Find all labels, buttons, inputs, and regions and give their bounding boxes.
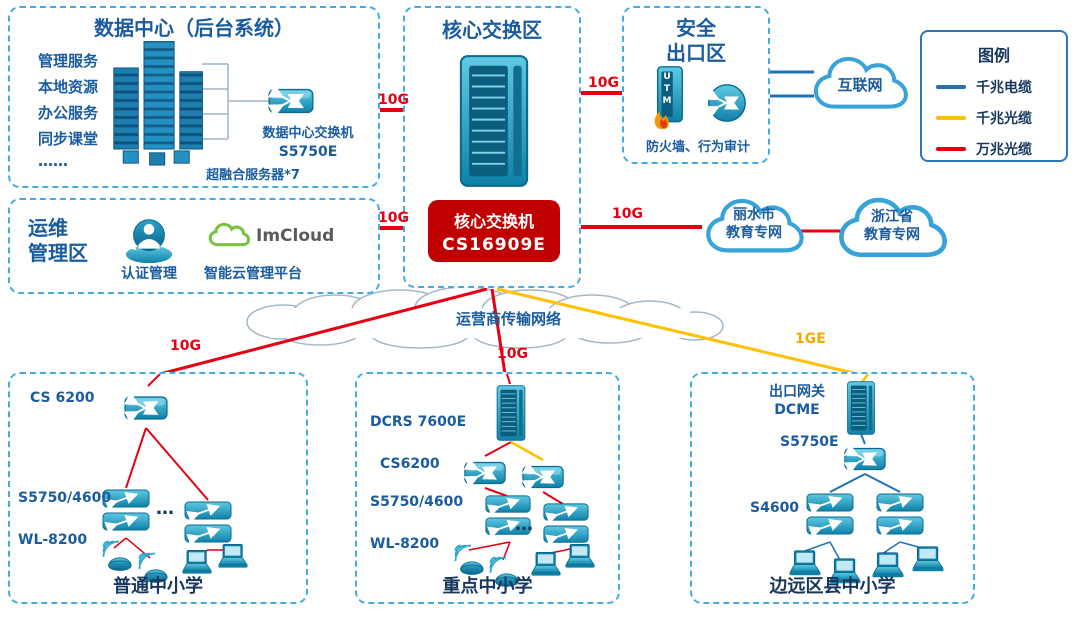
legend-item-label: 千兆电缆 (976, 80, 1032, 96)
gigabit-fiber-swatch (936, 116, 966, 120)
core-title: 核心交换区 (442, 18, 542, 42)
access-switch-icon (842, 436, 888, 482)
access-switch-icon (462, 450, 508, 496)
core-chassis-icon (452, 52, 536, 190)
laptop-icon (216, 542, 250, 570)
link-label-core-security: 10G (588, 75, 619, 91)
service-item: 同步课堂 (38, 130, 99, 148)
core-zone: 核心交换区 核心交换机 CS16909E (403, 6, 581, 288)
legend: 图例 千兆电缆 千兆光缆 万兆光缆 (920, 30, 1068, 162)
datacenter-title: 数据中心（后台系统） (94, 16, 294, 40)
legend-item: 万兆光缆 (936, 139, 1052, 159)
legend-title: 图例 (977, 46, 1010, 65)
stacked-switch-icon (874, 490, 926, 542)
device-label: S5750E (780, 434, 839, 450)
school-zone-key: DCRS 7600E CS6200 S5750/4600 … WL-8200 重… (355, 372, 620, 604)
core-switch-name: 核心交换机 (453, 211, 534, 231)
stack-ellipsis: … (515, 514, 535, 535)
service-ellipsis: …… (38, 152, 68, 170)
lishui-cloud-label: 丽水市 教育专网 (726, 207, 782, 242)
zhejiang-cloud-label: 浙江省 教育专网 (864, 209, 920, 244)
legend-item: 千兆电缆 (936, 77, 1052, 97)
device-label: DCRS 7600E (370, 414, 467, 430)
link-label-core-lishui: 10G (612, 206, 643, 222)
service-item: 办公服务 (38, 104, 99, 122)
device-label: S4600 (750, 500, 800, 516)
core-switch-model: CS16909E (442, 234, 546, 255)
laptop-icon (563, 542, 597, 570)
device-label: 出口网关 DCME (769, 384, 825, 418)
carrier-cloud-label: 运营商传输网络 (456, 310, 562, 328)
utm-label: UTM (662, 72, 672, 108)
firewall-router-icon (704, 80, 750, 126)
school-name: 重点中小学 (442, 576, 533, 597)
datacenter-switch-model: S5750E (278, 144, 338, 160)
school-name: 边远区县中小学 (769, 576, 896, 597)
auth-label: 认证管理 (121, 266, 177, 282)
access-switch-icon (122, 384, 170, 432)
auth-icon (122, 212, 176, 266)
datacenter-zone: 数据中心（后台系统） 管理服务 本地资源 办公服务 同步课堂 …… 数据中心交换… (8, 6, 380, 188)
tengig-fiber-swatch (936, 147, 966, 151)
server-cluster-icon (106, 34, 214, 166)
imcloud-logo-text: ImCloud (256, 226, 335, 246)
ops-title: 运维 管理区 (28, 216, 88, 265)
core-switch-badge: 核心交换机 CS16909E (428, 200, 560, 262)
device-label: CS6200 (380, 456, 440, 472)
device-label: S5750/4600 (18, 490, 112, 506)
10g-fiber-lines (159, 91, 842, 376)
school-name: 普通中小学 (113, 576, 203, 597)
gigabit-cable-lines (769, 70, 814, 98)
chassis-icon (490, 384, 532, 442)
security-zone: 安全 出口区 UTM 防火墙、行为审计 (622, 6, 770, 164)
internet-cloud-label: 互联网 (837, 76, 883, 94)
link-label-dc-core: 10G (378, 92, 409, 108)
device-label: WL-8200 (370, 536, 440, 552)
imcloud-cloud-icon (206, 220, 252, 251)
security-devices-label: 防火墙、行为审计 (645, 140, 750, 155)
datacenter-switch-name: 数据中心交换机 (262, 126, 354, 141)
ap-icon (100, 538, 138, 576)
stacked-switch-icon (804, 490, 856, 542)
platform-label: 智能云管理平台 (204, 266, 302, 282)
gigabit-cable-swatch (936, 85, 966, 89)
legend-item-label: 千兆光缆 (976, 111, 1032, 127)
ops-zone: 运维 管理区 认证管理 ImCloud 智能云管理平台 (8, 198, 380, 294)
device-label: S5750/4600 (370, 494, 464, 510)
legend-item-label: 万兆光缆 (976, 142, 1032, 158)
school-zone-remote: 出口网关 DCME S5750E S4600 边远区县中小学 (690, 372, 975, 604)
1ge-fiber-line (496, 287, 867, 378)
device-label: WL-8200 (18, 532, 88, 548)
service-item: 管理服务 (38, 52, 99, 70)
server-cluster-label: 超融合服务器*7 (206, 168, 300, 183)
stack-ellipsis: … (156, 498, 176, 519)
link-label-school1: 10G (170, 338, 201, 354)
legend-item: 千兆光缆 (936, 108, 1052, 128)
datacenter-switch-icon (266, 76, 316, 126)
device-label: CS 6200 (30, 390, 95, 406)
service-item: 本地资源 (38, 78, 99, 96)
link-label-school3: 1GE (795, 331, 826, 347)
gateway-icon (840, 380, 882, 436)
school-zone-ordinary: CS 6200 S5750/4600 … WL-8200 普通中小学 (8, 372, 308, 604)
link-label-school2: 10G (497, 346, 528, 362)
laptop-icon (910, 544, 946, 574)
security-title: 安全 出口区 (666, 16, 726, 65)
link-label-ops-core: 10G (378, 210, 409, 226)
